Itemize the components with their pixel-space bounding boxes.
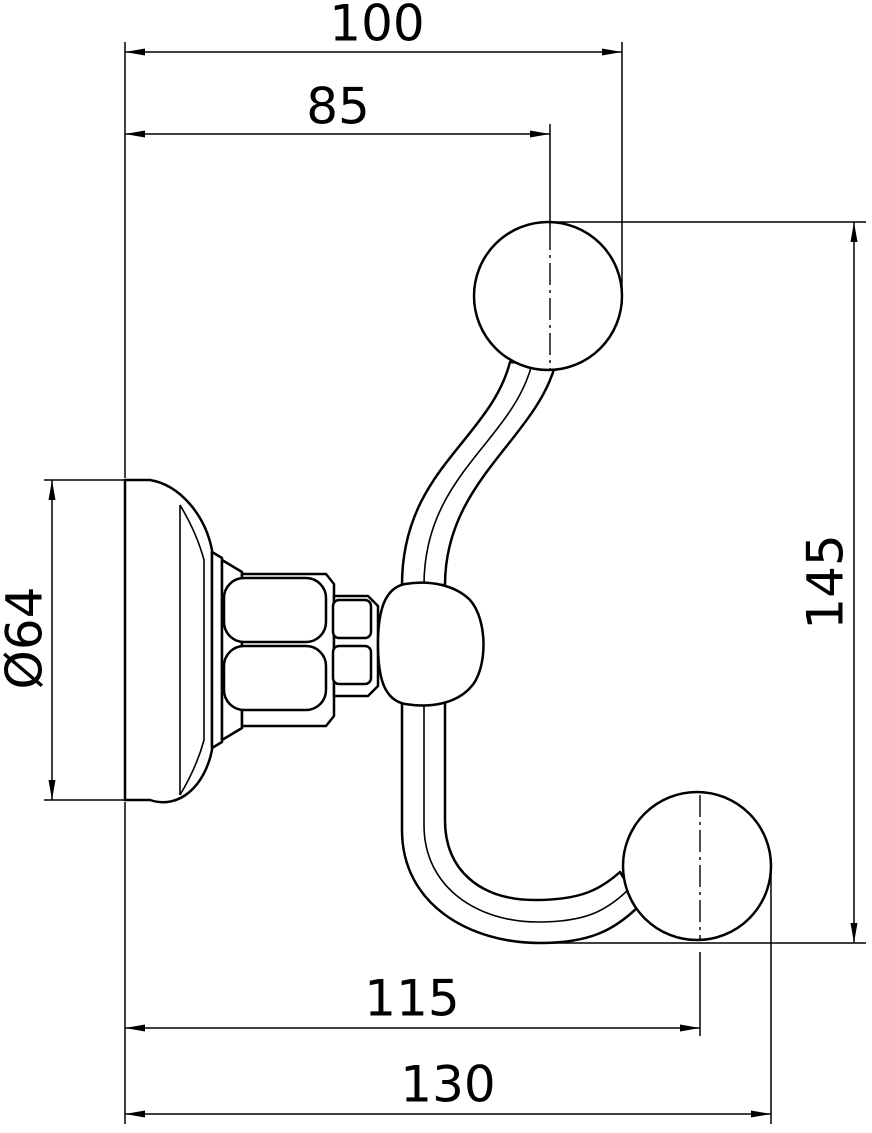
dimension-85: 85 <box>125 78 550 138</box>
center-ball <box>376 581 485 707</box>
extension-lines <box>44 42 866 1124</box>
dimension-145: 145 <box>797 222 858 943</box>
dimension-145-label: 145 <box>797 534 855 629</box>
dimension-130: 130 <box>125 1056 771 1118</box>
dimension-115: 115 <box>125 970 700 1032</box>
dimension-diameter-64-label: Ø64 <box>0 587 54 690</box>
dimension-100: 100 <box>125 0 622 56</box>
dimension-diameter-64: Ø64 <box>0 480 56 800</box>
upper-knob <box>472 220 624 372</box>
upper-hook-arm <box>400 360 557 587</box>
small-nut <box>331 594 380 698</box>
dimension-100-label: 100 <box>329 0 424 53</box>
lower-knob <box>621 790 773 942</box>
hex-nut <box>222 572 336 728</box>
wall-rosette <box>123 478 214 804</box>
dimension-115-label: 115 <box>364 970 459 1028</box>
lower-hook-arm <box>400 693 642 945</box>
dimension-85-label: 85 <box>306 78 370 136</box>
dimension-130-label: 130 <box>400 1056 495 1114</box>
